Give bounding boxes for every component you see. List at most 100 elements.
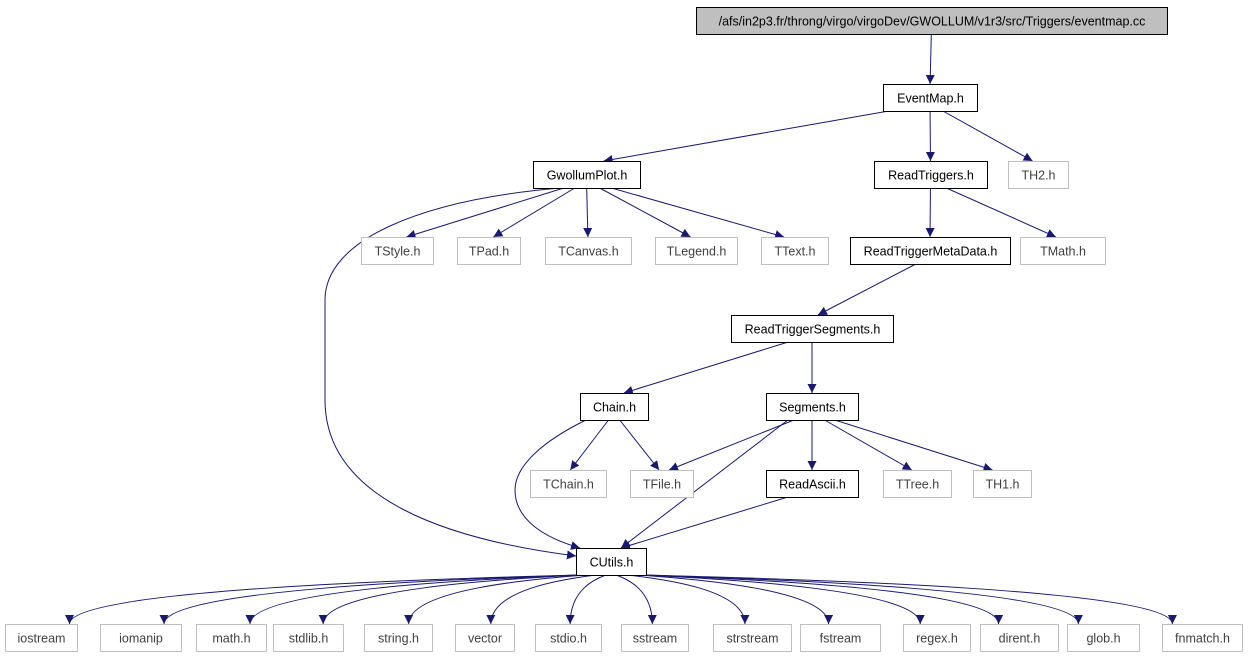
node-segments[interactable]: Segments.h bbox=[766, 393, 859, 421]
node-box-tmath bbox=[1020, 237, 1106, 265]
node-box-readtriggersegments bbox=[731, 315, 894, 343]
node-box-tpad bbox=[457, 237, 521, 265]
node-sstream: sstream bbox=[621, 624, 689, 652]
node-stdlib: stdlib.h bbox=[273, 624, 344, 652]
node-ttree: TTree.h bbox=[883, 470, 952, 498]
node-box-gwollumplot bbox=[533, 161, 641, 189]
edge-readascii-to-cutils bbox=[620, 496, 789, 550]
node-box-fnmatch bbox=[1162, 624, 1243, 652]
node-box-string bbox=[364, 624, 433, 652]
edge-cutils-to-sstream bbox=[616, 574, 657, 625]
node-label-regex: regex.h bbox=[916, 632, 958, 646]
edge-cutils-to-strstream bbox=[627, 574, 750, 625]
node-label-segments: Segments.h bbox=[779, 401, 846, 415]
node-label-readtriggersegments: ReadTriggerSegments.h bbox=[745, 323, 881, 337]
node-box-chain bbox=[580, 393, 649, 421]
edge-cutils-to-iostream bbox=[65, 574, 581, 625]
node-tpad: TPad.h bbox=[457, 237, 521, 265]
node-box-iomanip bbox=[100, 624, 182, 652]
edge-cutils-to-iomanip bbox=[159, 574, 581, 625]
node-tstyle: TStyle.h bbox=[361, 237, 434, 265]
node-box-glob bbox=[1067, 624, 1140, 652]
node-vector: vector bbox=[455, 624, 515, 652]
edge-readtriggersegments-to-chain bbox=[623, 341, 789, 395]
node-eventmap[interactable]: EventMap.h bbox=[883, 84, 978, 112]
edge-eventmap-to-th2 bbox=[942, 110, 1033, 162]
node-label-tchain: TChain.h bbox=[543, 478, 594, 492]
node-box-vector bbox=[455, 624, 515, 652]
node-label-glob: glob.h bbox=[1086, 632, 1120, 646]
node-box-tlegend bbox=[655, 237, 738, 265]
node-dirent: dirent.h bbox=[980, 624, 1059, 652]
node-readascii[interactable]: ReadAscii.h bbox=[766, 470, 859, 498]
nodes: /afs/in2p3.fr/throng/virgo/virgoDev/GWOL… bbox=[5, 7, 1243, 652]
node-box-dirent bbox=[980, 624, 1059, 652]
node-label-stdlib: stdlib.h bbox=[289, 632, 329, 646]
node-box-cutils bbox=[576, 548, 647, 576]
edge-gwollumplot-to-cutils bbox=[324, 187, 577, 560]
node-label-chain: Chain.h bbox=[593, 401, 636, 415]
node-label-math: math.h bbox=[212, 632, 250, 646]
node-stdio: stdio.h bbox=[535, 624, 602, 652]
node-label-tlegend: TLegend.h bbox=[667, 245, 727, 259]
node-readtriggersegments[interactable]: ReadTriggerSegments.h bbox=[731, 315, 894, 343]
edge-segments-to-ttree bbox=[824, 419, 912, 471]
node-fnmatch: fnmatch.h bbox=[1162, 624, 1243, 652]
node-box-root bbox=[696, 7, 1168, 35]
edge-readtriggermetadata-to-readtriggersegments bbox=[817, 263, 917, 316]
node-box-tcanvas bbox=[545, 237, 632, 265]
node-box-math bbox=[196, 624, 267, 652]
node-cutils[interactable]: CUtils.h bbox=[576, 548, 647, 576]
node-label-dirent: dirent.h bbox=[999, 632, 1041, 646]
edge-chain-to-tchain bbox=[569, 419, 609, 471]
edge-chain-to-tfile bbox=[619, 419, 660, 471]
node-label-root: /afs/in2p3.fr/throng/virgo/virgoDev/GWOL… bbox=[719, 15, 1146, 29]
edge-gwollumplot-to-tcanvas bbox=[583, 187, 593, 238]
node-label-stdio: stdio.h bbox=[550, 632, 587, 646]
node-label-eventmap: EventMap.h bbox=[897, 92, 964, 106]
node-tmath: TMath.h bbox=[1020, 237, 1106, 265]
node-label-tpad: TPad.h bbox=[469, 245, 509, 259]
node-tchain: TChain.h bbox=[530, 470, 607, 498]
edge-gwollumplot-to-tlegend bbox=[599, 187, 691, 238]
node-box-eventmap bbox=[883, 84, 978, 112]
node-th2: TH2.h bbox=[1008, 161, 1069, 189]
node-box-tchain bbox=[530, 470, 607, 498]
node-label-readtriggers: ReadTriggers.h bbox=[888, 169, 974, 183]
node-box-tfile bbox=[630, 470, 694, 498]
node-box-readtriggermetadata bbox=[850, 237, 1011, 265]
node-gwollumplot[interactable]: GwollumPlot.h bbox=[533, 161, 641, 189]
edge-gwollumplot-to-tstyle bbox=[406, 187, 564, 239]
node-box-strstream bbox=[713, 624, 792, 652]
edge-cutils-to-math bbox=[245, 574, 581, 625]
node-regex: regex.h bbox=[903, 624, 971, 652]
node-label-iomanip: iomanip bbox=[119, 632, 163, 646]
edge-cutils-to-vector bbox=[486, 574, 596, 625]
edge-segments-to-cutils bbox=[620, 419, 789, 549]
node-label-gwollumplot: GwollumPlot.h bbox=[547, 169, 628, 183]
node-box-readascii bbox=[766, 470, 859, 498]
node-label-sstream: sstream bbox=[633, 632, 677, 646]
node-label-string: string.h bbox=[378, 632, 419, 646]
edge-cutils-to-fnmatch bbox=[641, 574, 1177, 625]
edge-root-to-eventmap bbox=[925, 33, 935, 85]
node-box-ttree bbox=[883, 470, 952, 498]
node-box-fstream bbox=[800, 624, 881, 652]
node-label-tfile: TFile.h bbox=[643, 478, 681, 492]
node-label-tmath: TMath.h bbox=[1040, 245, 1086, 259]
node-label-tstyle: TStyle.h bbox=[375, 245, 421, 259]
node-readtriggers[interactable]: ReadTriggers.h bbox=[874, 161, 988, 189]
node-fstream: fstream bbox=[800, 624, 881, 652]
node-iomanip: iomanip bbox=[100, 624, 182, 652]
node-box-tstyle bbox=[361, 237, 434, 265]
edge-segments-to-th1 bbox=[834, 419, 993, 472]
node-box-readtriggers bbox=[874, 161, 988, 189]
node-root: /afs/in2p3.fr/throng/virgo/virgoDev/GWOL… bbox=[696, 7, 1168, 35]
edge-gwollumplot-to-ttext bbox=[611, 187, 785, 239]
node-chain[interactable]: Chain.h bbox=[580, 393, 649, 421]
node-box-stdlib bbox=[273, 624, 344, 652]
node-box-iostream bbox=[5, 624, 78, 652]
node-label-readtriggermetadata: ReadTriggerMetaData.h bbox=[864, 245, 998, 259]
node-readtriggermetadata[interactable]: ReadTriggerMetaData.h bbox=[850, 237, 1011, 265]
node-label-ttext: TText.h bbox=[775, 245, 816, 259]
